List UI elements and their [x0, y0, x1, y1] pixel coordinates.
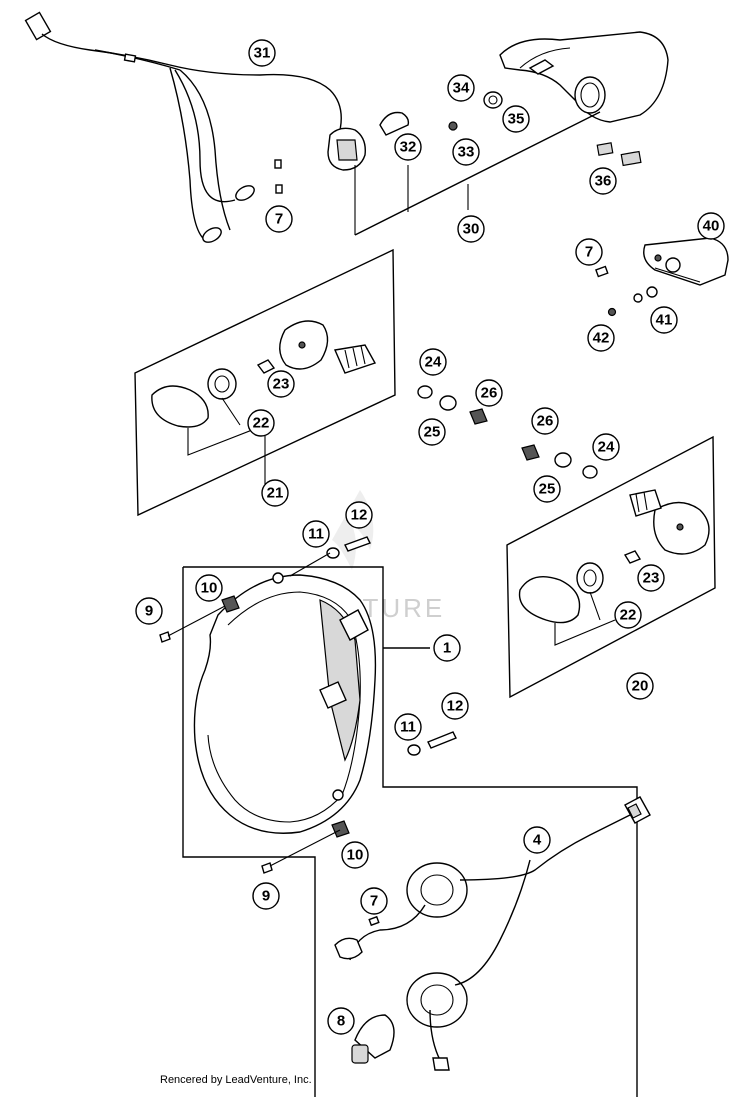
callout-22-rear: 22	[247, 409, 275, 437]
callout-11-bottom: 11	[394, 713, 422, 741]
callout-32: 32	[394, 133, 422, 161]
callout-10-top: 10	[195, 574, 223, 602]
callout-22-front: 22	[614, 601, 642, 629]
svg-text:26: 26	[537, 413, 554, 430]
svg-text:20: 20	[632, 678, 649, 695]
svg-text:23: 23	[643, 570, 660, 587]
callout-41: 41	[650, 306, 678, 334]
svg-text:22: 22	[620, 607, 637, 624]
callout-25-top: 25	[418, 418, 446, 446]
svg-text:4: 4	[533, 832, 542, 849]
svg-text:9: 9	[262, 888, 270, 905]
callout-12-bottom: 12	[441, 692, 469, 720]
callout-23-front: 23	[637, 564, 665, 592]
svg-text:8: 8	[337, 1013, 345, 1030]
callout-26-top: 26	[475, 379, 503, 407]
callout-24-top: 24	[419, 348, 447, 376]
callout-8: 8	[327, 1007, 355, 1035]
svg-text:31: 31	[254, 45, 271, 62]
callout-42: 42	[587, 324, 615, 352]
svg-text:23: 23	[273, 376, 290, 393]
svg-text:40: 40	[703, 218, 720, 235]
callout-7-headlight: 7	[360, 887, 388, 915]
headlight-harness	[334, 796, 651, 1071]
callout-40: 40	[697, 212, 725, 240]
callout-24-bottom: 24	[592, 433, 620, 461]
svg-text:12: 12	[351, 507, 368, 524]
callout-31: 31	[248, 39, 276, 67]
tail-light-assembly	[354, 31, 669, 236]
svg-text:41: 41	[656, 312, 673, 329]
svg-text:9: 9	[145, 603, 153, 620]
callout-21: 21	[261, 479, 289, 507]
svg-text:25: 25	[424, 424, 441, 441]
svg-text:21: 21	[267, 485, 284, 502]
svg-text:33: 33	[458, 144, 475, 161]
callout-4: 4	[523, 826, 551, 854]
callout-1: 1	[433, 634, 461, 662]
wiring-harness	[24, 11, 366, 243]
callout-9-top: 9	[135, 597, 163, 625]
svg-text:25: 25	[539, 481, 556, 498]
svg-text:24: 24	[598, 439, 615, 456]
svg-text:12: 12	[447, 698, 464, 715]
callout-36: 36	[589, 167, 617, 195]
svg-text:35: 35	[508, 111, 525, 128]
callout-9-bottom: 9	[252, 882, 280, 910]
callout-33: 33	[452, 138, 480, 166]
svg-text:11: 11	[400, 719, 416, 736]
svg-text:7: 7	[275, 211, 283, 228]
svg-text:42: 42	[593, 330, 610, 347]
turn-signal-20	[506, 435, 716, 699]
callout-26-bottom: 26	[531, 407, 559, 435]
svg-text:7: 7	[370, 893, 378, 910]
svg-text:22: 22	[253, 415, 270, 432]
callout-20: 20	[626, 672, 654, 700]
callout-30: 30	[457, 215, 485, 243]
callout-23-rear: 23	[267, 370, 295, 398]
svg-text:32: 32	[400, 139, 417, 156]
license-plate-light	[595, 237, 729, 317]
svg-text:10: 10	[347, 847, 364, 864]
callout-34: 34	[447, 74, 475, 102]
render-credit: Rencered by LeadVenture, Inc.	[160, 1074, 312, 1086]
svg-text:7: 7	[585, 244, 593, 261]
turn-signal-21	[134, 248, 396, 517]
svg-text:24: 24	[425, 354, 442, 371]
callout-7-plate: 7	[575, 238, 603, 266]
callout-25-bottom: 25	[533, 475, 561, 503]
mounting-hardware	[417, 385, 598, 479]
svg-text:26: 26	[481, 385, 498, 402]
callout-10-bottom: 10	[341, 841, 369, 869]
svg-text:11: 11	[308, 526, 324, 543]
svg-text:1: 1	[443, 640, 451, 657]
svg-text:36: 36	[595, 173, 612, 190]
svg-text:30: 30	[463, 221, 480, 238]
svg-text:10: 10	[201, 580, 218, 597]
svg-text:34: 34	[453, 80, 470, 97]
callout-7-tail: 7	[265, 205, 293, 233]
callout-12-top: 12	[345, 501, 373, 529]
headlight-assembly	[159, 536, 638, 1097]
callout-35: 35	[502, 105, 530, 133]
callout-11-top: 11	[302, 520, 330, 548]
